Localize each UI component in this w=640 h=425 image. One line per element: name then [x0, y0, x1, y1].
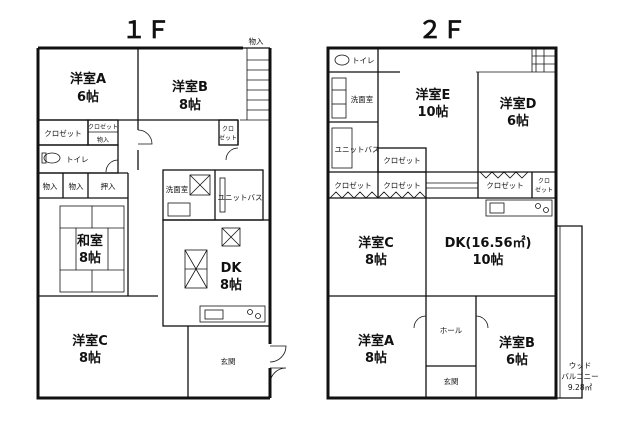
svg-text:8帖: 8帖 [79, 350, 101, 366]
svg-text:クロゼット: クロゼット [44, 128, 82, 138]
f2-toilet-icon [334, 54, 350, 66]
svg-text:洋室E: 洋室E [416, 87, 451, 103]
f1-dk-area [162, 219, 271, 327]
f1-staircase [240, 48, 270, 121]
svg-text:クロゼット: クロゼット [383, 155, 421, 165]
svg-text:和室: 和室 [77, 233, 103, 249]
svg-text:クロゼット: クロゼット [383, 180, 421, 190]
f1-kitchen-counter [199, 305, 266, 323]
f2-closet-1-box [377, 147, 427, 173]
svg-text:6帖: 6帖 [507, 113, 529, 129]
floor-1-title: １Ｆ [122, 16, 170, 44]
svg-text:8帖: 8帖 [179, 97, 201, 113]
svg-text:洋室C: 洋室C [358, 235, 394, 251]
svg-text:クロゼット: クロゼット [88, 123, 118, 131]
floor-2: ２Ｆ [326, 16, 599, 400]
svg-text:10帖: 10帖 [417, 104, 448, 120]
svg-text:DK: DK [221, 261, 243, 276]
svg-text:9.28㎡: 9.28㎡ [568, 383, 593, 392]
svg-text:押入: 押入 [101, 181, 116, 191]
svg-text:10帖: 10帖 [472, 252, 503, 268]
f1-closet-c-box [218, 119, 239, 146]
floor-2-title: ２Ｆ [418, 16, 466, 44]
svg-text:DK(16.56㎡): DK(16.56㎡) [445, 235, 532, 251]
svg-text:6帖: 6帖 [77, 89, 99, 105]
f2-outer-wall [326, 46, 558, 400]
f2-kitchen-counter [485, 199, 553, 217]
svg-text:洋室C: 洋室C [72, 333, 108, 349]
f1-entrance-door [269, 345, 287, 363]
svg-text:物入: 物入 [43, 181, 58, 191]
f1-sink-icon [167, 202, 191, 217]
svg-text:洋室A: 洋室A [70, 71, 106, 87]
svg-text:8帖: 8帖 [365, 350, 387, 366]
f1-toilet-icon [43, 152, 61, 164]
f1-fridge-icon [221, 227, 241, 247]
svg-text:洗面室: 洗面室 [351, 94, 374, 104]
svg-text:洗面室: 洗面室 [166, 184, 189, 194]
svg-text:洋室D: 洋室D [500, 96, 537, 112]
svg-text:トイレ: トイレ [66, 155, 89, 164]
svg-text:洋室B: 洋室B [172, 79, 208, 95]
svg-text:玄関: 玄関 [444, 376, 459, 386]
svg-text:洋室B: 洋室B [499, 335, 535, 351]
floor-1: １Ｆ [36, 16, 287, 400]
svg-text:クロ: クロ [222, 126, 234, 133]
svg-text:洋室A: 洋室A [358, 333, 394, 349]
svg-text:8帖: 8帖 [79, 250, 101, 266]
svg-text:ゼット: ゼット [535, 186, 553, 194]
svg-text:バルコニー: バルコニー [561, 372, 598, 381]
svg-text:クロゼット: クロゼット [334, 180, 372, 190]
svg-text:ユニットバス: ユニットバス [335, 145, 380, 154]
svg-text:8帖: 8帖 [365, 252, 387, 268]
svg-text:8帖: 8帖 [220, 277, 242, 293]
svg-text:クロ: クロ [538, 178, 550, 185]
f2-bathtub-icon [331, 127, 353, 169]
svg-text:物入: 物入 [69, 181, 84, 191]
f1-washer-icon [189, 174, 211, 196]
f2-staircase [476, 48, 556, 73]
svg-text:玄関: 玄関 [221, 356, 236, 366]
svg-text:ウッド: ウッド [569, 361, 592, 370]
svg-text:ゼット: ゼット [219, 134, 237, 142]
f2-balcony [555, 225, 583, 399]
svg-text:物入: 物入 [249, 36, 264, 46]
svg-text:ユニットバス: ユニットバス [218, 193, 263, 202]
f2-vanity-icon [331, 77, 347, 119]
svg-text:物入: 物入 [97, 136, 109, 144]
svg-text:6帖: 6帖 [506, 352, 528, 368]
svg-text:ホール: ホール [440, 326, 463, 335]
svg-text:トイレ: トイレ [352, 56, 375, 65]
svg-text:クロゼット: クロゼット [486, 180, 524, 190]
